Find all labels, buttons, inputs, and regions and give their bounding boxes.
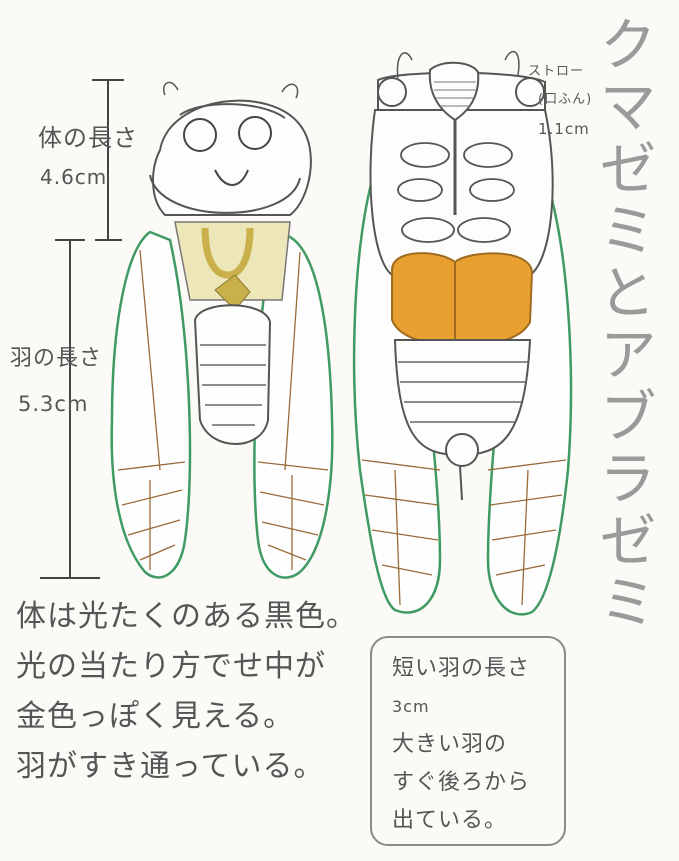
- straw-label: ストロー: [528, 64, 585, 79]
- note-line: 羽がすき通っている。: [16, 749, 325, 784]
- kumazemi-notes: 体は光たくのある黒色。 光の当たり方でせ中が 金色っぽく見える。 羽がすき通って…: [16, 592, 376, 792]
- aburazemi-note-box: [370, 636, 566, 846]
- wing-length-label: 羽の長さ: [10, 346, 103, 371]
- note-line: 金色っぽく見える。: [16, 699, 295, 734]
- body-length-label: 体の長さ: [38, 124, 138, 152]
- note-line: すぐ後ろから: [392, 770, 531, 795]
- note-line: 3cm: [392, 697, 430, 716]
- aburazemi-notes: 短い羽の長さ 3cm 大きい羽の すぐ後ろから 出ている。: [392, 650, 567, 840]
- note-line: 短い羽の長さ: [392, 656, 531, 681]
- note-line: 大きい羽の: [392, 732, 508, 757]
- note-line: 出ている。: [392, 808, 508, 833]
- body-length-ruler: [92, 79, 124, 241]
- note-line: 光の当たり方でせ中が: [16, 649, 326, 684]
- page-title: クマゼミとアブラゼミ: [589, 14, 657, 634]
- wing-length-value: 5.3cm: [18, 392, 89, 416]
- note-line: 体は光たくのある黒色。: [16, 599, 357, 634]
- kumazemi-drawing: [110, 81, 334, 579]
- straw-sublabel: (口ふん): [538, 92, 593, 107]
- aburazemi-drawing: [352, 50, 573, 616]
- straw-length-value: 1.1cm: [538, 120, 590, 138]
- body-length-value: 4.6cm: [40, 165, 108, 189]
- wing-length-ruler: [40, 239, 100, 579]
